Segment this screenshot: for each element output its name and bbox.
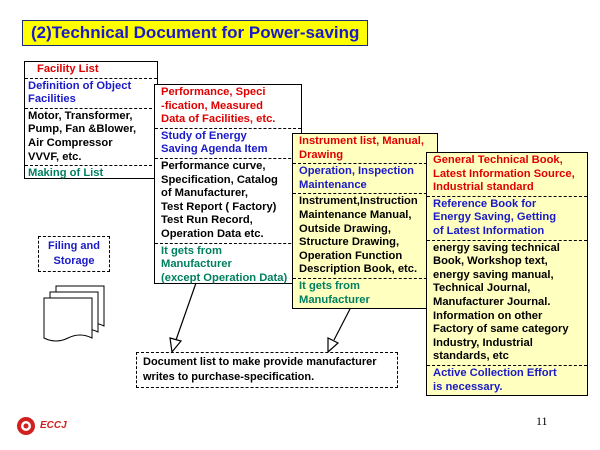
reference-header: General Technical Book, Latest Informati… bbox=[427, 153, 587, 197]
performance-box: Performance, Speci -fication, Measured D… bbox=[154, 84, 302, 284]
facility-list-header: Facility List bbox=[25, 62, 157, 79]
facility-list-box: Facility List Definition of Object Facil… bbox=[24, 61, 158, 179]
instrument-header: Instrument list, Manual, Drawing bbox=[293, 134, 437, 165]
instrument-items: Instrument,Instruction Maintenance Manua… bbox=[293, 194, 437, 279]
instrument-footer: It gets from Manufacturer bbox=[299, 279, 370, 306]
performance-footer: It gets from Manufacturer (except Operat… bbox=[161, 244, 288, 284]
performance-study: Study of Energy Saving Agenda Item bbox=[155, 129, 301, 159]
page-number: 11 bbox=[536, 414, 548, 428]
filing-storage-label: Filing and Storage bbox=[38, 236, 110, 272]
instrument-box: Instrument list, Manual, Drawing Operati… bbox=[292, 133, 438, 309]
title-box: (2)Technical Document for Power-saving bbox=[22, 20, 368, 46]
document-list-note: Document list to make provide manufactur… bbox=[136, 352, 398, 388]
eccj-logo-icon bbox=[17, 417, 35, 435]
facility-items: Motor, Transformer, Pump, Fan &Blower, A… bbox=[25, 109, 157, 167]
reference-footer: Active Collection Effort is necessary. bbox=[433, 366, 557, 393]
reference-purpose: Reference Book for Energy Saving, Gettin… bbox=[427, 197, 587, 241]
arrow-to-document-note-2 bbox=[327, 308, 351, 354]
instrument-purpose: Operation, Inspection Maintenance bbox=[293, 164, 437, 195]
document-stack-icon bbox=[43, 285, 105, 342]
performance-header: Performance, Speci -fication, Measured D… bbox=[155, 85, 301, 129]
reference-box: General Technical Book, Latest Informati… bbox=[426, 152, 588, 396]
facility-definition: Definition of Object Facilities bbox=[25, 79, 157, 109]
reference-items: energy saving technical Book, Workshop t… bbox=[427, 241, 587, 366]
facility-footer: Making of List bbox=[28, 167, 104, 180]
page-title: (2)Technical Document for Power-saving bbox=[31, 23, 360, 42]
logo-text: ECCJ bbox=[40, 420, 67, 431]
performance-items: Performance curve, Specification, Catalo… bbox=[155, 159, 301, 244]
arrow-to-document-note-1 bbox=[169, 282, 197, 354]
